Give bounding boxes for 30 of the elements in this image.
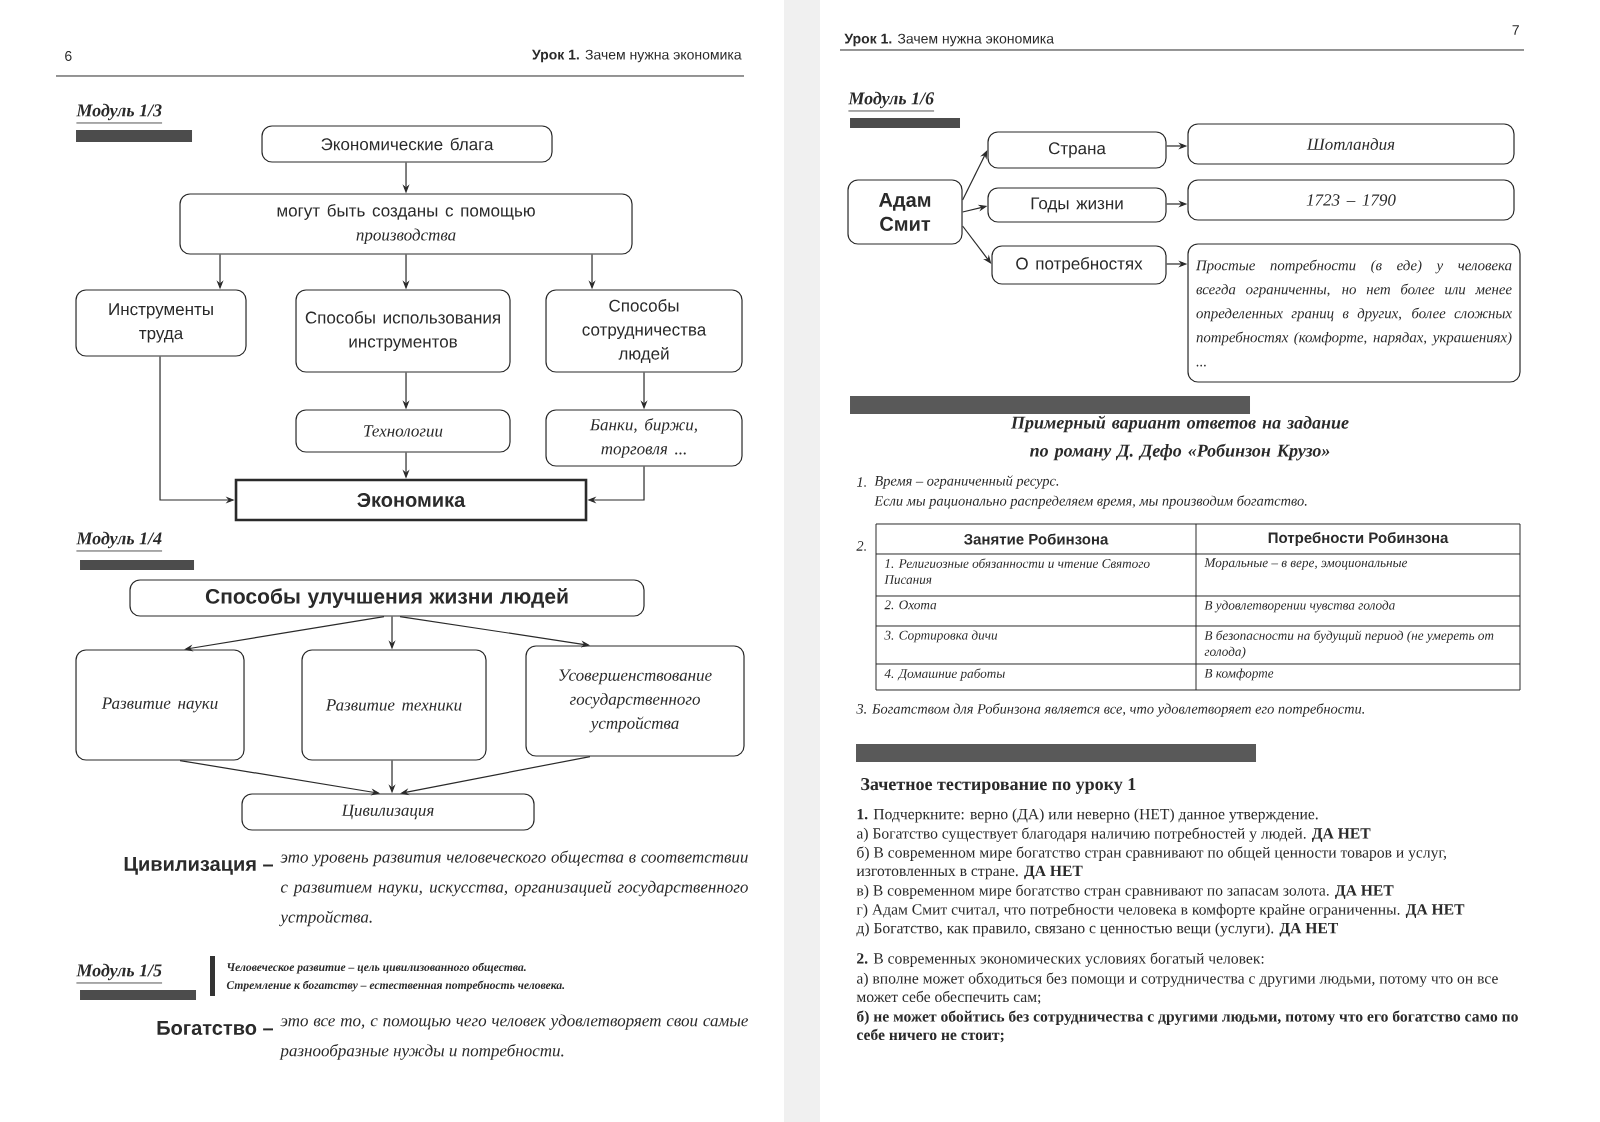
result-box: Экономика (234, 478, 588, 522)
answer-box: Шотландия (1187, 123, 1515, 165)
definition-text: это все то, с помощью чего человек удовлетворяет свои самые разнообразные нужды и потребности. (279, 1014, 748, 1060)
module-heading: Модуль 1/3 (76, 103, 163, 124)
process-box: могут быть созданы с помощью производства (179, 193, 633, 255)
process-box: Экономические блага (261, 125, 553, 163)
definition-text: это уровень развития человеческого общества в соответствии с развитием науки, искусства, организацией государственного устройства. (279, 850, 748, 927)
module-heading: Модуль 1/5 (76, 963, 163, 984)
result-box: Цивилизация (241, 793, 535, 831)
topic-box: О потребностях (991, 245, 1167, 285)
topic-box: Годы жизни (987, 187, 1167, 223)
process-box: Банки, биржи, торговля ... (545, 409, 743, 467)
process-box: Усовершенствование государственного устройства (525, 645, 745, 757)
process-box: Способы сотрудничества людей (545, 289, 743, 373)
term-heading: Цивилизация – (124, 857, 273, 875)
process-box: Способы использования инструментов (295, 289, 511, 373)
answer-box: 1723 – 1790 (1187, 179, 1515, 221)
arrow (962, 150, 988, 201)
process-box: Технологии (295, 409, 511, 453)
process-box: Инструменты труда (75, 289, 247, 357)
test-heading: Зачетное тестирование по уроку 1 (861, 778, 1136, 794)
person-box: Адам Смит (847, 179, 963, 245)
process-box: Развитие техники (301, 649, 487, 761)
process-box: Способы улучшения жизни людей (129, 579, 645, 617)
section-heading: Примерный вариант ответов на задание по роману Д. Дефо «Робинзон Крузо» (1010, 415, 1349, 461)
process-box: Развитие науки (75, 649, 245, 761)
module-heading: Модуль 1/6 (848, 91, 935, 112)
module-heading: Модуль 1/4 (76, 531, 163, 552)
term-heading: Богатство – (157, 1021, 273, 1035)
topic-box: Страна (987, 131, 1167, 169)
